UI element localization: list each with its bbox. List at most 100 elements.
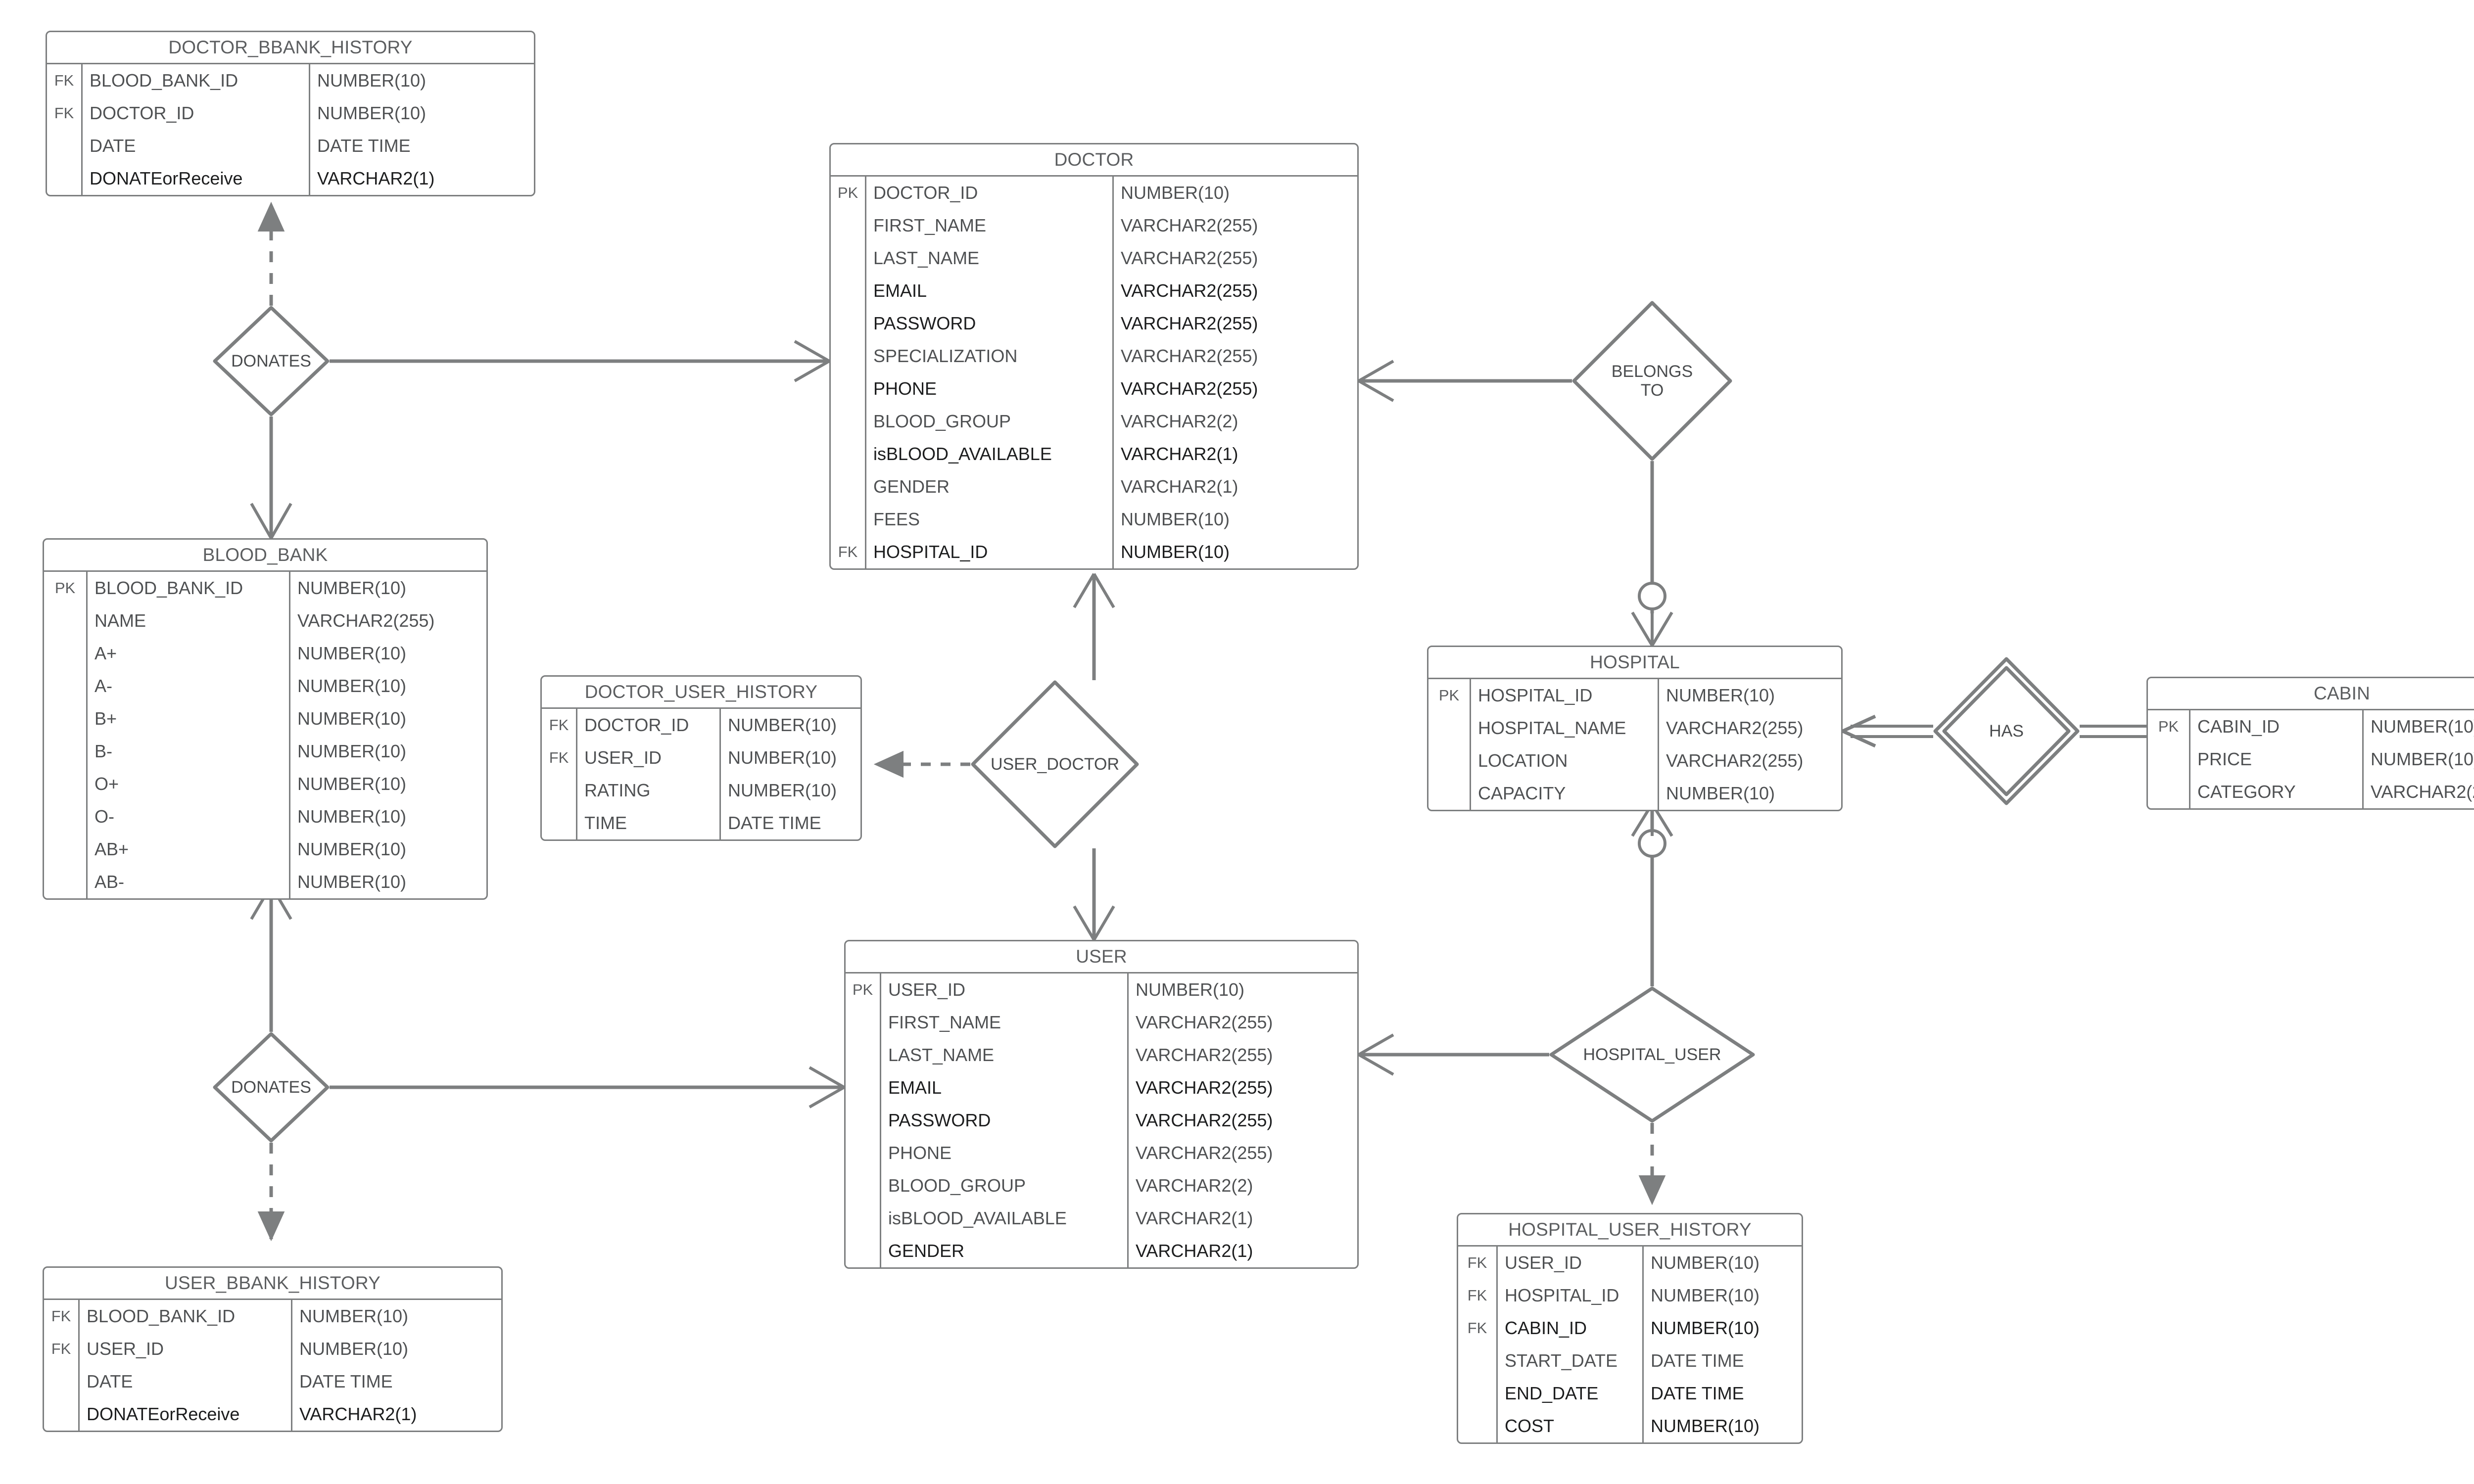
relationship-user_doctor[interactable]: USER_DOCTOR — [971, 680, 1139, 848]
attribute-name: DOCTOR_ID — [866, 177, 1114, 209]
attribute-name: FIRST_NAME — [866, 209, 1114, 242]
attribute-datatype: NUMBER(10) — [1666, 783, 1775, 803]
attribute-key-badge — [2148, 776, 2190, 808]
attribute-key-badge: FK — [542, 742, 577, 774]
attribute-datatype: NUMBER(10) — [297, 741, 407, 761]
attribute-key-badge: FK — [1458, 1247, 1498, 1279]
attribute-name: BLOOD_GROUP — [881, 1169, 1129, 1202]
attribute-key-badge — [1458, 1410, 1498, 1442]
attribute-datatype: VARCHAR2(1) — [1136, 1208, 1253, 1228]
attribute-name: END_DATE — [1498, 1377, 1644, 1410]
attribute-datatype: NUMBER(10) — [297, 676, 407, 696]
attribute-name: B+ — [88, 702, 290, 735]
attribute-datatype: NUMBER(10) — [297, 578, 407, 598]
attribute-key-badge: FK — [47, 97, 83, 130]
attribute-datatype: NUMBER(10) — [1121, 509, 1230, 529]
relationship-has[interactable]: HAS — [1933, 657, 2080, 805]
relationship-belongs_to[interactable]: BELONGS TO — [1572, 301, 1732, 461]
relationship-label: BELONGS TO — [1611, 362, 1693, 400]
attribute-name: DONATEorReceive — [80, 1398, 292, 1431]
attribute-key-badge — [831, 275, 866, 307]
attribute-key-badge: FK — [47, 64, 83, 97]
attribute-name: isBLOOD_AVAILABLE — [881, 1202, 1129, 1235]
attribute-name: DONATEorReceive — [83, 162, 310, 195]
attribute-datatype: DATE TIME — [299, 1371, 393, 1391]
attribute-key-badge — [1428, 777, 1471, 810]
entity-title-cabin: CABIN — [2148, 678, 2474, 710]
attribute-datatype: NUMBER(10) — [317, 103, 427, 123]
attribute-name: USER_ID — [1498, 1247, 1644, 1279]
attribute-row: O+NUMBER(10) — [44, 768, 486, 800]
attribute-key-badge — [846, 1104, 881, 1137]
attribute-name: DATE — [83, 130, 310, 162]
attribute-key-badge: FK — [44, 1333, 80, 1365]
attribute-datatype: VARCHAR2(255) — [1136, 1045, 1273, 1065]
attribute-key-badge — [831, 405, 866, 438]
attribute-name: HOSPITAL_ID — [866, 536, 1114, 568]
attribute-name: USER_ID — [80, 1333, 292, 1365]
relationship-donates_doctor[interactable]: DONATES — [213, 306, 330, 417]
relationship-hospital_user[interactable]: HOSPITAL_USER — [1549, 986, 1755, 1123]
attribute-row: AB-NUMBER(10) — [44, 866, 486, 898]
attribute-name: PASSWORD — [866, 307, 1114, 340]
entity-title-hospital: HOSPITAL — [1428, 647, 1841, 679]
attribute-key-badge — [1428, 712, 1471, 744]
attribute-row: BLOOD_GROUP VARCHAR2(2) — [846, 1169, 1357, 1202]
attribute-name: HOSPITAL_ID — [1471, 679, 1659, 712]
attribute-name: PRICE — [2190, 743, 2364, 776]
attribute-datatype: VARCHAR2(2) — [1136, 1175, 1253, 1196]
attribute-key-badge — [831, 340, 866, 372]
attribute-datatype: VARCHAR2(255) — [1121, 215, 1258, 235]
entity-title-doctor_bbank_history: DOCTOR_BBANK_HISTORY — [47, 32, 534, 64]
attribute-datatype: VARCHAR2(2) — [1121, 411, 1238, 431]
attribute-key-badge — [831, 438, 866, 470]
attribute-name: PHONE — [866, 372, 1114, 405]
attribute-datatype: NUMBER(10) — [1651, 1252, 1760, 1273]
attribute-name: PASSWORD — [881, 1104, 1129, 1137]
attribute-key-badge — [846, 1006, 881, 1039]
attribute-datatype: NUMBER(10) — [728, 747, 837, 768]
attribute-name: BLOOD_BANK_ID — [80, 1300, 292, 1333]
attribute-name: CAPACITY — [1471, 777, 1659, 810]
attribute-key-badge — [47, 130, 83, 162]
attribute-datatype: NUMBER(10) — [297, 708, 407, 729]
attribute-key-badge — [44, 768, 88, 800]
attribute-name: USER_ID — [881, 974, 1129, 1006]
attribute-name: CATEGORY — [2190, 776, 2364, 808]
attribute-datatype: VARCHAR2(1) — [317, 168, 435, 188]
relationship-donates_user[interactable]: DONATES — [213, 1032, 330, 1143]
attribute-row: B+ NUMBER(10) — [44, 702, 486, 735]
attribute-key-badge: PK — [831, 177, 866, 209]
attribute-name: BLOOD_BANK_ID — [83, 64, 310, 97]
attribute-key-badge — [44, 1365, 80, 1398]
attribute-name: GENDER — [866, 470, 1114, 503]
